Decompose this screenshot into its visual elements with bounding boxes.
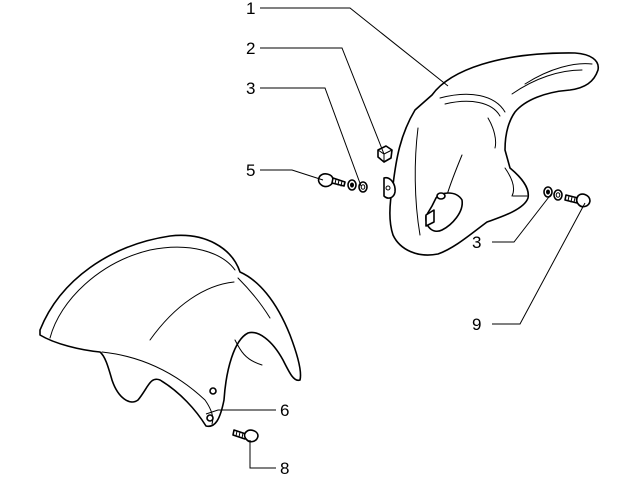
washer-left-part (347, 179, 368, 193)
leader-3-left (260, 87, 362, 187)
leader-lines (205, 7, 586, 469)
callout-6: 6 (280, 401, 289, 420)
washer-right-part (543, 186, 563, 201)
leader-3-right (492, 192, 553, 243)
front-mudguard-part (39, 234, 302, 428)
screw-left-part (317, 173, 346, 188)
callout-3-right: 3 (472, 233, 481, 252)
callout-1: 1 (246, 0, 255, 18)
callout-8: 8 (280, 459, 289, 478)
leader-2 (260, 47, 385, 155)
screw-front-part (232, 429, 259, 443)
screw-right-part (564, 193, 591, 208)
leader-1 (260, 7, 449, 87)
leader-9 (492, 202, 586, 325)
callout-9: 9 (472, 315, 481, 334)
leader-5 (260, 169, 324, 181)
rear-mudguard-inner (383, 52, 599, 256)
callout-2: 2 (246, 39, 255, 58)
leader-8 (249, 440, 276, 469)
clip-nut-part (377, 145, 393, 163)
callout-numbers: 1 2 3 5 3 9 6 8 (246, 0, 481, 478)
callout-5: 5 (246, 161, 255, 180)
leader-6 (205, 409, 276, 415)
callout-3-left: 3 (246, 79, 255, 98)
